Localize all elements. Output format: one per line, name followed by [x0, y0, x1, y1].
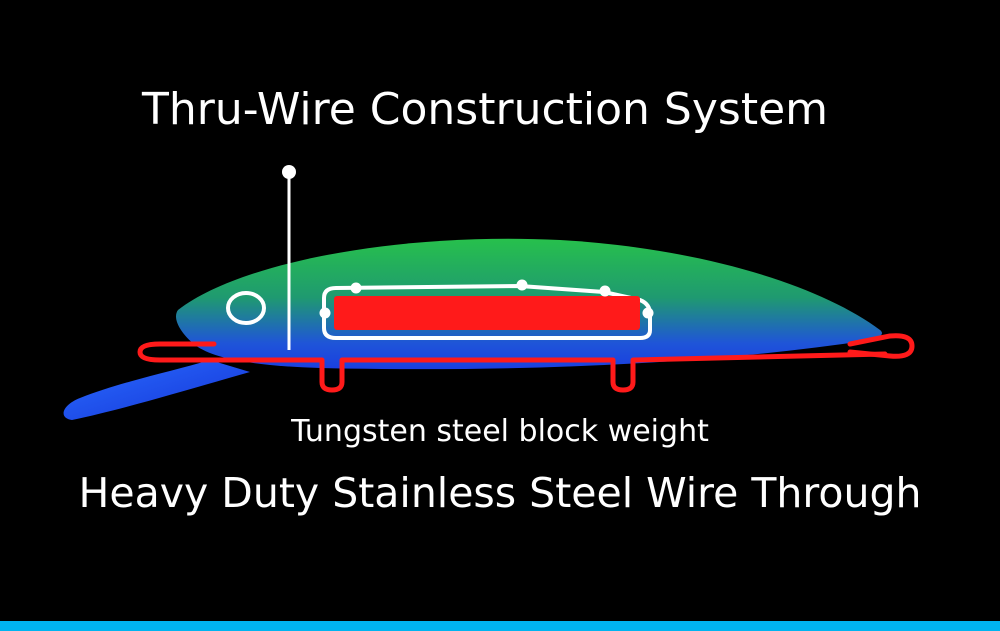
through-wire [137, 341, 888, 393]
eye-outline [226, 291, 266, 325]
bottom-accent-bar [0, 621, 1000, 631]
tungsten-weight-block [334, 296, 640, 330]
outline-dot [599, 285, 611, 297]
outline-dot [319, 307, 331, 319]
wire-label: Heavy Duty Stainless Steel Wire Through [78, 469, 922, 517]
diagram-title: Thru-Wire Construction System [142, 84, 828, 135]
outline-dot [350, 282, 362, 294]
diving-lip [63, 360, 251, 420]
outline-dot [642, 307, 654, 319]
weight-label: Tungsten steel block weight [291, 414, 709, 449]
pointer-dot [282, 165, 296, 179]
tail-wire-loop [847, 333, 915, 359]
outline-dot [516, 279, 528, 291]
